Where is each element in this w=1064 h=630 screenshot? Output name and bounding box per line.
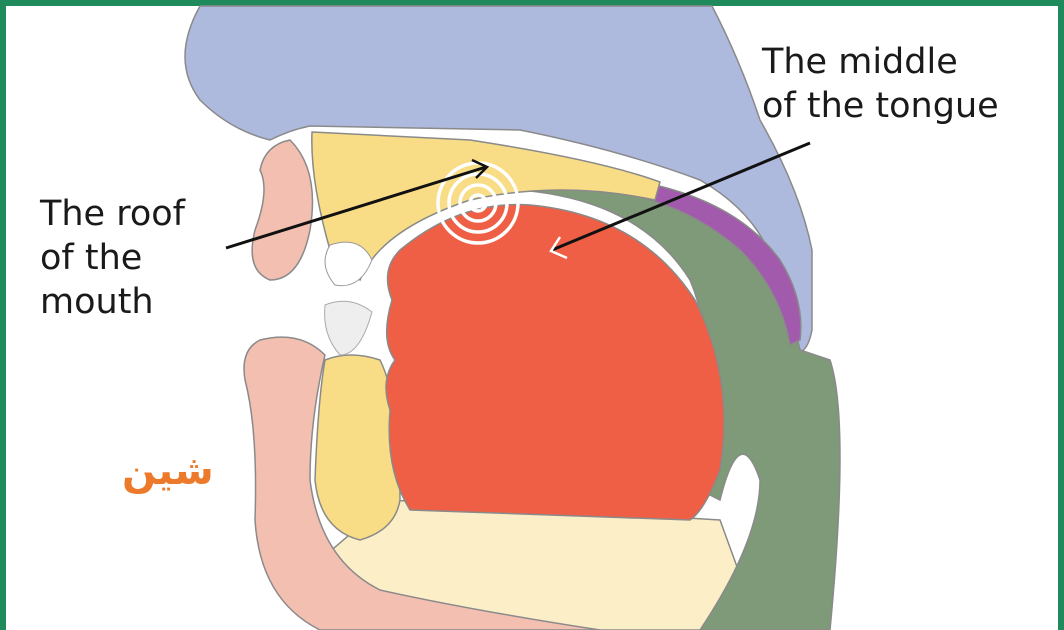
roof-of-mouth-label: The roof of the mouth [40, 192, 185, 324]
middle-of-tongue-label: The middle of the tongue [762, 40, 999, 128]
arabic-letter-label: شين [122, 448, 214, 494]
teeth-gap [325, 301, 372, 355]
upper-lip [252, 140, 312, 280]
